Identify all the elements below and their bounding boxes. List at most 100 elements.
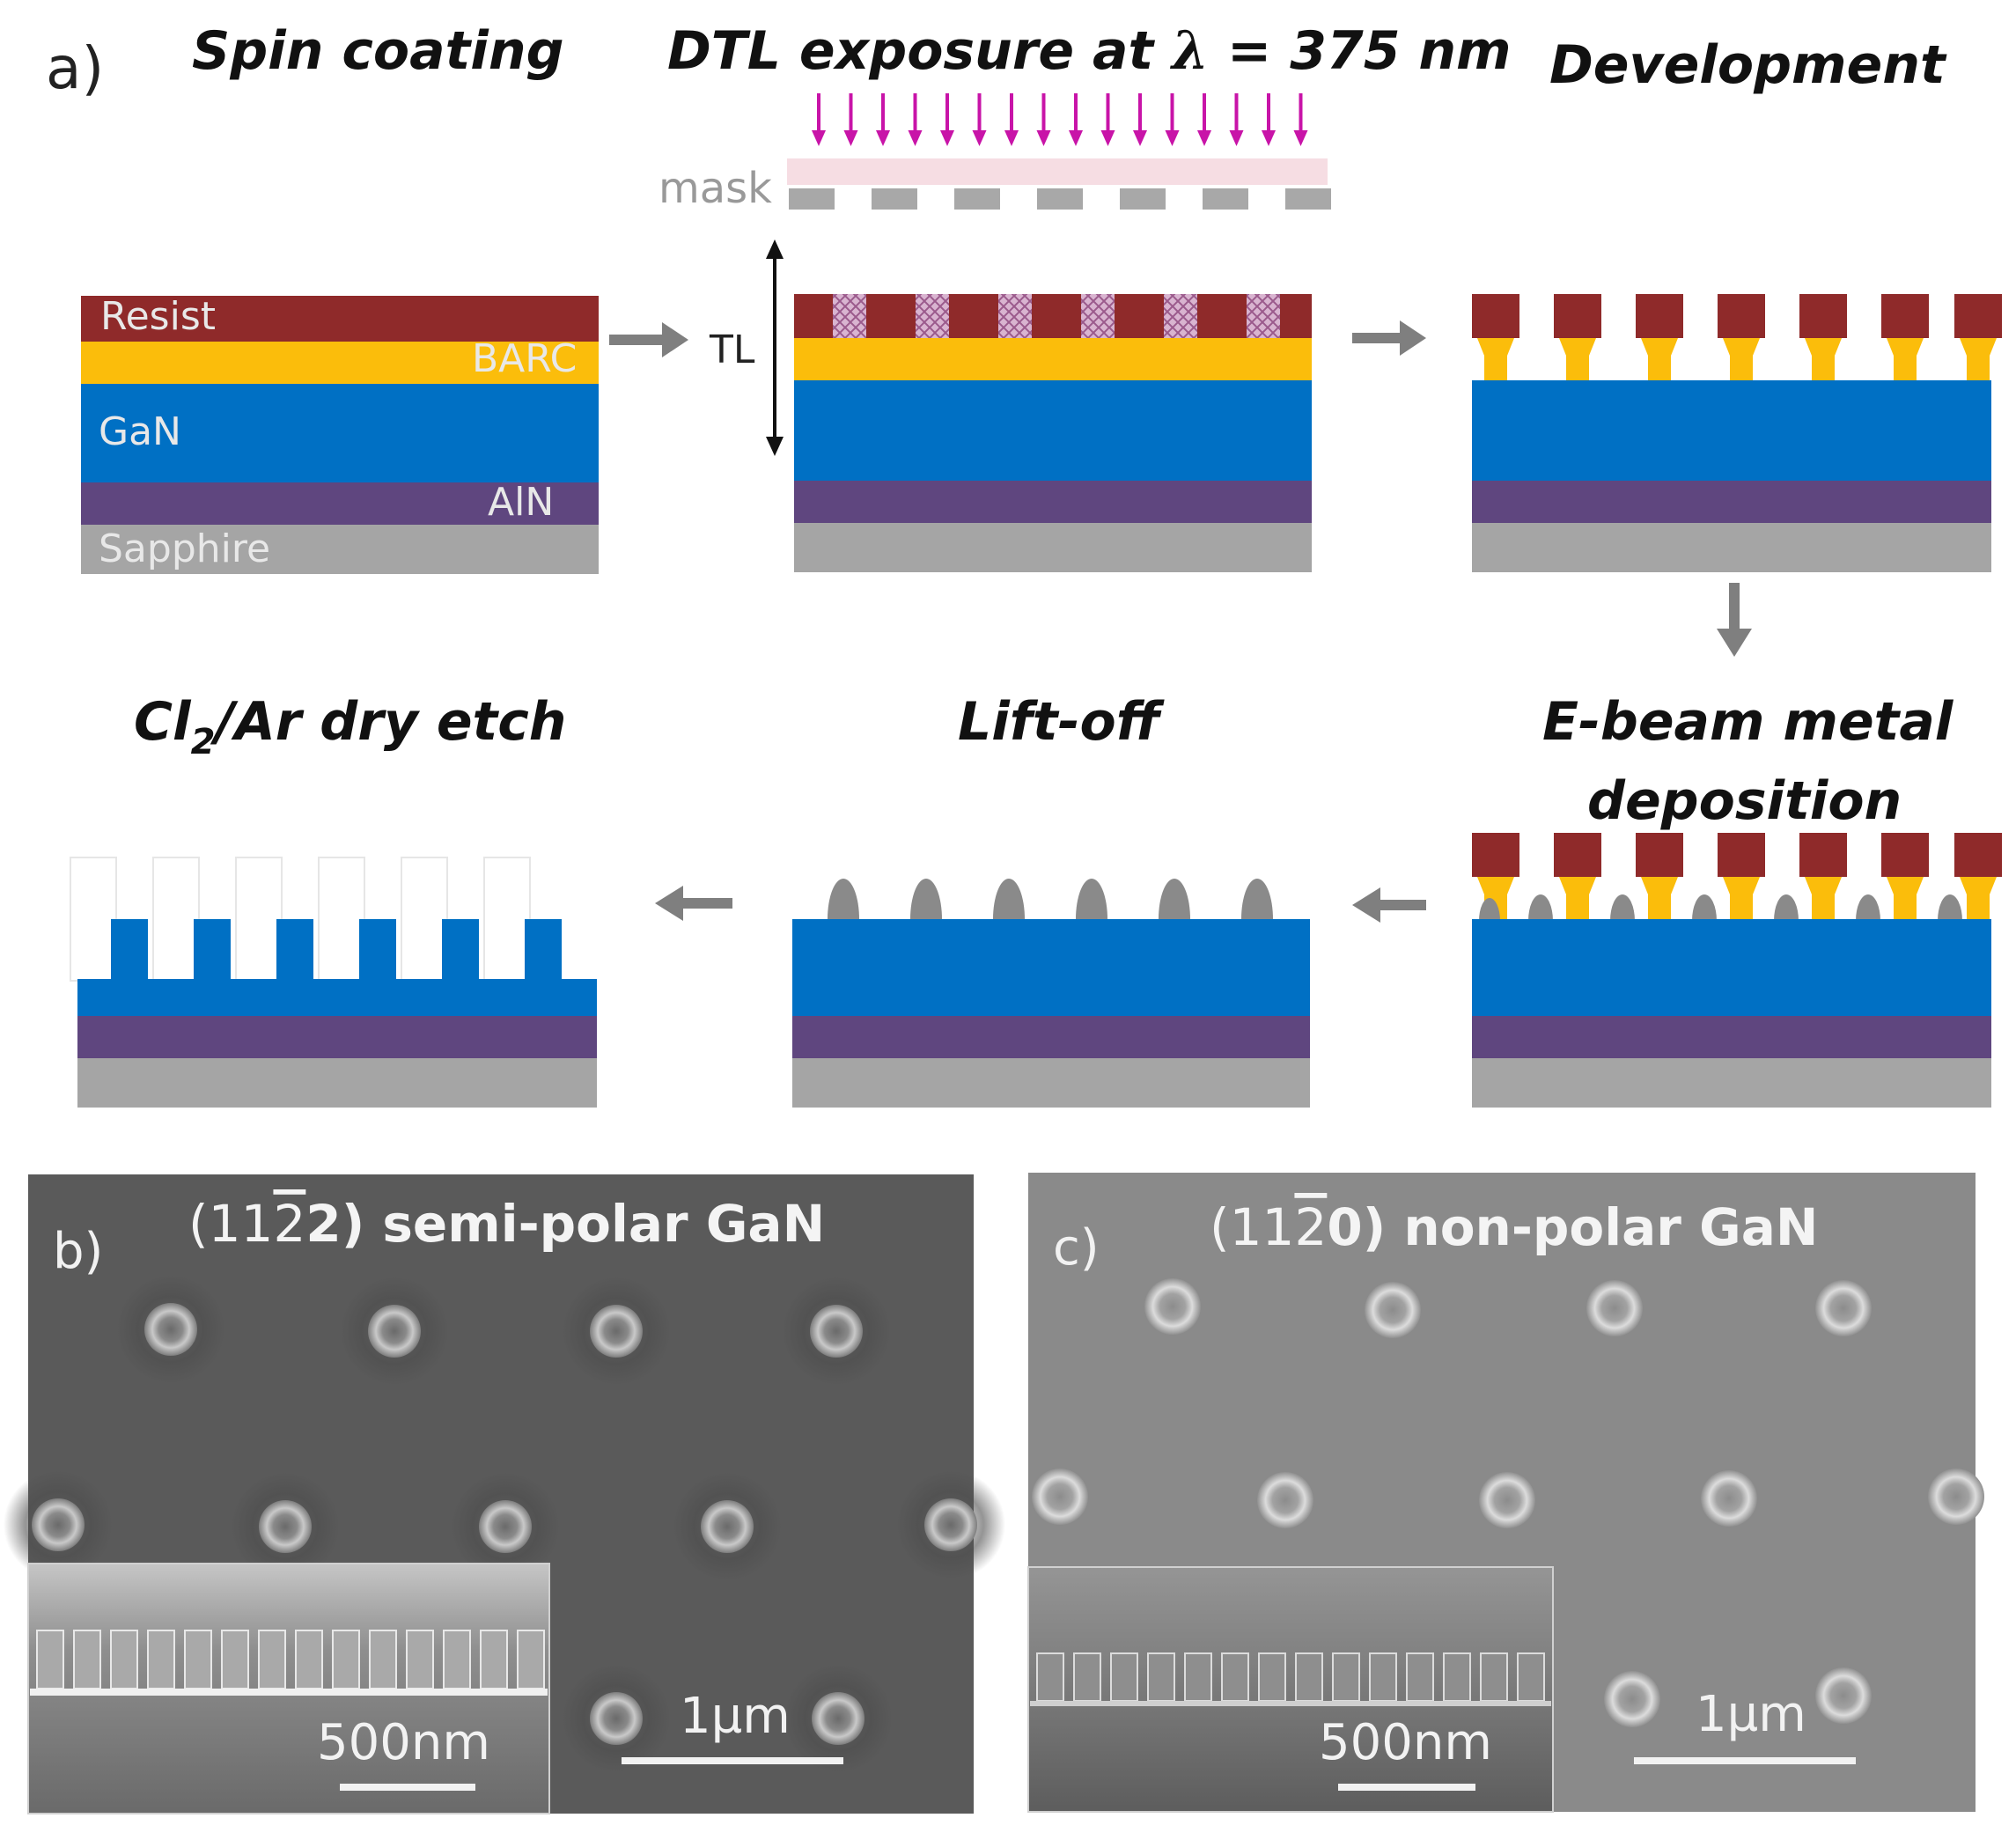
nanorod-top	[368, 1305, 421, 1358]
barc-undercut	[1641, 877, 1678, 921]
nanorod-cross-section	[1406, 1652, 1434, 1702]
stack-dry-etch	[70, 857, 597, 1108]
uv-arrow-head	[940, 130, 954, 146]
uv-arrow-head	[876, 130, 890, 146]
nanorod-cross-section	[184, 1630, 212, 1689]
stack-lift-off	[792, 879, 1310, 1108]
nanorod-cross-section	[1110, 1652, 1138, 1702]
step-title-development: Development	[1549, 34, 1947, 96]
nanorod-top	[701, 1500, 754, 1553]
interface-line	[1030, 1701, 1551, 1706]
nanorod-cross-section	[1332, 1652, 1360, 1702]
resist-cap	[1472, 833, 1519, 877]
step-title-dtl-exposure: DTL exposure at λ = 375 nm	[667, 20, 1512, 82]
mask-chrome-bar	[872, 188, 917, 210]
layer-gan	[81, 384, 599, 482]
nanorod-top	[259, 1500, 312, 1553]
resist-cap	[1799, 833, 1847, 877]
step-title-ebeam-line2: deposition	[1587, 770, 1902, 832]
layer-sapphire	[1472, 1058, 1991, 1108]
resist-cap	[1636, 294, 1683, 338]
gan-nanorod	[525, 919, 562, 981]
resist-cap	[1472, 294, 1519, 338]
exposed-region	[833, 294, 866, 338]
panel-b-label: b)	[53, 1223, 103, 1280]
nanorod-cross-section	[1258, 1652, 1286, 1702]
barc-undercut	[1641, 338, 1678, 382]
exposed-region	[1081, 294, 1115, 338]
step-title-spin-coating: Spin coating	[192, 20, 564, 82]
nanorod-cross-section	[110, 1630, 138, 1689]
inset-c-cross-section	[1030, 1652, 1551, 1706]
etched-outline	[401, 857, 448, 982]
nanorod-top	[1144, 1278, 1201, 1335]
layer-resist	[794, 294, 1312, 338]
developed-pillars	[1472, 294, 2002, 382]
barc-undercut	[1960, 338, 1997, 382]
stack-ebeam	[1472, 833, 2002, 1108]
nanorod-cross-section	[1036, 1652, 1064, 1702]
inset-c	[1027, 1566, 1554, 1813]
nanorod-cross-section	[147, 1630, 175, 1689]
nanorod-cross-section	[406, 1630, 434, 1689]
panel-a-label: a)	[46, 34, 104, 102]
scale-bar-main-c	[1634, 1757, 1856, 1764]
mask-chrome-bar	[1120, 188, 1166, 210]
sem-b-nanorods	[4, 1275, 1005, 1773]
uv-arrow-head	[1293, 130, 1308, 146]
uv-arrow-head	[1069, 130, 1083, 146]
layer-sapphire	[81, 525, 599, 574]
process-arrow-down	[1717, 583, 1752, 657]
nanorod-top	[810, 1305, 863, 1358]
step-title-ebeam-line1: E-beam metal	[1542, 691, 1954, 753]
nanorod-cross-section	[73, 1630, 101, 1689]
barc-undercut	[1805, 338, 1842, 382]
label-aln: AlN	[488, 480, 554, 525]
overbar-digit: 2	[273, 1194, 305, 1254]
gan-nanorod	[442, 919, 479, 981]
step-title-lift-off: Lift-off	[958, 691, 1165, 753]
stack-development	[1472, 294, 2002, 572]
nanorod-cross-section	[1184, 1652, 1212, 1702]
nanorod-top	[1815, 1667, 1872, 1724]
layer-sapphire	[794, 523, 1312, 572]
gan-nanorod	[276, 919, 313, 981]
layer-gan	[77, 979, 597, 1016]
overbar-digit: 2	[1294, 1197, 1327, 1257]
exposed-region	[1164, 294, 1197, 338]
uv-arrow-head	[908, 130, 923, 146]
barc-undercut	[1477, 338, 1514, 382]
etched-outline	[235, 857, 283, 982]
nanorod-cross-section	[1147, 1652, 1175, 1702]
layer-resist	[81, 296, 599, 342]
uv-arrow-head	[843, 130, 858, 146]
exposed-region	[998, 294, 1032, 338]
resist-cap	[1718, 833, 1765, 877]
nanorod-cross-section	[480, 1630, 508, 1689]
layer-sapphire	[792, 1058, 1310, 1108]
nanorod-top	[812, 1692, 865, 1745]
layer-aln	[1472, 481, 1991, 523]
inset-b-cross-section	[30, 1630, 548, 1696]
nanorod-cross-section	[1295, 1652, 1323, 1702]
barc-undercut	[1960, 877, 1997, 921]
panel-b: b) (1122) semi-polar GaN 1µm 500nm	[4, 1174, 1005, 1814]
resist-cap	[1718, 294, 1765, 338]
exposed-resist-regions	[833, 294, 1280, 338]
scale-label-inset-b: 500nm	[317, 1714, 490, 1771]
layer-aln	[1472, 1016, 1991, 1058]
etched-outline	[318, 857, 365, 982]
uv-arrow-head	[972, 130, 987, 146]
nanorod-top	[1365, 1282, 1421, 1338]
layer-gan	[794, 380, 1312, 481]
nanorod-top	[144, 1303, 197, 1356]
nanorod-top	[1928, 1468, 1984, 1525]
uv-arrow-head	[1197, 130, 1211, 146]
mask-chrome-bar	[1203, 188, 1248, 210]
layer-barc	[794, 338, 1312, 380]
tl-double-arrow	[766, 239, 784, 456]
nanorod-top	[479, 1500, 532, 1553]
nanorod-top	[1479, 1472, 1535, 1528]
layer-aln	[794, 481, 1312, 523]
